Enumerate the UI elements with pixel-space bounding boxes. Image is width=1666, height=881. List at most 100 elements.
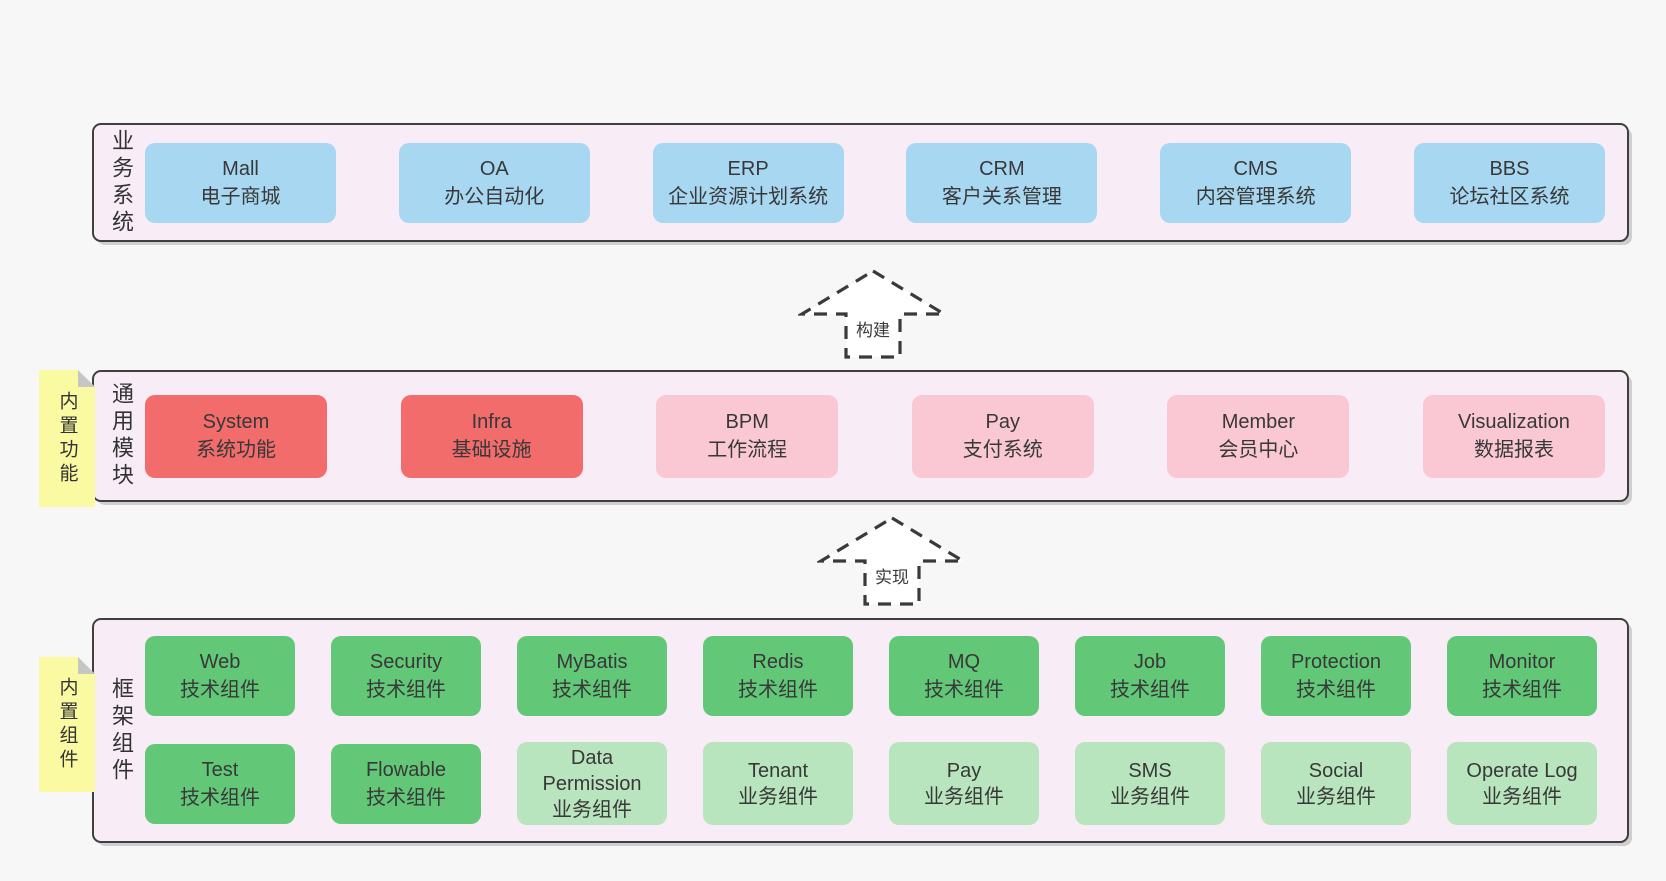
box-subtitle: 数据报表 — [1473, 439, 1554, 461]
box-subtitle: 技术组件 — [924, 679, 1004, 701]
box-subtitle: 业务组件 — [738, 785, 818, 808]
box-title: BBS — [1489, 157, 1530, 180]
component-row-2: Test 技术组件 Flowable 技术组件 Data Permission … — [145, 742, 1597, 825]
box-protection: Protection 技术组件 — [1261, 636, 1411, 716]
builtin-components-sticky-note: 内置组件 — [39, 657, 95, 792]
box-title: Tenant — [747, 759, 809, 782]
sticky-fold-icon — [78, 370, 95, 387]
box-subtitle: 内容管理系统 — [1195, 185, 1316, 208]
box-system: System 系统功能 — [145, 394, 327, 478]
sticky-note-label: 内置组件 — [56, 676, 78, 773]
builtin-features-sticky-note: 内置功能 — [39, 370, 95, 507]
box-sms: SMS 业务组件 — [1075, 742, 1225, 825]
box-visualization: Visualization 数据报表 — [1422, 394, 1605, 478]
box-title: Protection — [1290, 651, 1382, 673]
box-title: Test — [201, 758, 239, 781]
box-subtitle: 企业资源计划系统 — [668, 185, 829, 208]
box-cms: CMS 内容管理系统 — [1160, 142, 1352, 223]
box-title: Redis — [752, 651, 804, 673]
box-title: Pay — [946, 759, 982, 782]
business-boxes: Mall 电子商城 OA 办公自动化 ERP 企业资源计划系统 CRM 客户关系… — [137, 125, 1627, 240]
implement-arrow-icon: 实现 — [817, 515, 967, 607]
arrow-label: 构建 — [853, 316, 893, 341]
box-title: Data Permission — [542, 746, 642, 795]
box-subtitle: 技术组件 — [366, 679, 446, 701]
box-subtitle: 办公自动化 — [444, 185, 545, 208]
box-title: CRM — [979, 157, 1025, 180]
box-bbs: BBS 论坛社区系统 — [1413, 142, 1605, 223]
box-job: Job 技术组件 — [1075, 636, 1225, 716]
common-modules-band: 内置功能 通用模块 System 系统功能 Infra 基础设施 BPM 工作流… — [92, 370, 1629, 502]
box-mall: Mall 电子商城 — [145, 142, 336, 223]
box-mybatis: MyBatis 技术组件 — [517, 636, 667, 716]
box-pay-component: Pay 业务组件 — [889, 742, 1039, 825]
box-subtitle: 工作流程 — [707, 439, 788, 461]
box-subtitle: 技术组件 — [366, 786, 446, 809]
box-title: Job — [1133, 651, 1167, 673]
box-subtitle: 客户关系管理 — [941, 185, 1062, 208]
box-subtitle: 支付系统 — [962, 439, 1043, 461]
business-band-label: 业务系统 — [109, 128, 134, 237]
box-subtitle: 技术组件 — [1110, 679, 1190, 701]
box-title: Monitor — [1488, 651, 1556, 673]
business-systems-band: 业务系统 Mall 电子商城 OA 办公自动化 ERP 企业资源计划系统 CRM… — [92, 123, 1629, 242]
box-title: SMS — [1128, 759, 1172, 782]
box-title: Web — [199, 651, 241, 673]
box-subtitle: 技术组件 — [552, 679, 632, 701]
box-title: Member — [1221, 411, 1296, 433]
box-tenant: Tenant 业务组件 — [703, 742, 853, 825]
box-title: Flowable — [365, 758, 447, 781]
build-arrow-icon: 构建 — [798, 268, 948, 360]
box-subtitle: 技术组件 — [1296, 679, 1376, 701]
box-mq: MQ 技术组件 — [889, 636, 1039, 716]
box-title: Security — [369, 651, 443, 673]
box-title: Social — [1308, 759, 1364, 782]
box-title: ERP — [727, 157, 769, 180]
box-title: MQ — [947, 651, 981, 673]
box-title: Visualization — [1458, 411, 1570, 433]
box-pay-module: Pay 支付系统 — [911, 394, 1094, 478]
box-subtitle: 系统功能 — [196, 439, 276, 461]
box-title: Infra — [471, 411, 512, 433]
sticky-fold-icon — [78, 657, 95, 674]
box-subtitle: 会员中心 — [1218, 439, 1299, 461]
dashed-up-arrow-icon — [798, 269, 948, 359]
box-subtitle: 技术组件 — [180, 786, 260, 809]
box-subtitle: 业务组件 — [1482, 785, 1562, 808]
arrow-label: 实现 — [872, 563, 912, 588]
box-member: Member 会员中心 — [1167, 394, 1350, 478]
box-web: Web 技术组件 — [145, 636, 295, 716]
box-test: Test 技术组件 — [145, 743, 295, 824]
box-subtitle: 基础设施 — [451, 439, 532, 461]
box-redis: Redis 技术组件 — [703, 636, 853, 716]
box-crm: CRM 客户关系管理 — [906, 142, 1098, 223]
box-title: BPM — [725, 411, 769, 433]
box-erp: ERP 企业资源计划系统 — [652, 142, 844, 223]
box-title: System — [202, 411, 270, 433]
box-bpm: BPM 工作流程 — [656, 394, 839, 478]
box-security: Security 技术组件 — [331, 636, 481, 716]
modules-band-label: 通用模块 — [109, 382, 134, 490]
box-title: OA — [479, 157, 509, 180]
box-data-permission: Data Permission 业务组件 — [517, 742, 667, 825]
box-subtitle: 电子商城 — [200, 185, 281, 208]
box-subtitle: 技术组件 — [1482, 679, 1562, 701]
box-title: Operate Log — [1466, 759, 1578, 782]
box-title: MyBatis — [556, 651, 628, 673]
components-band-label: 框架组件 — [109, 676, 134, 785]
box-operate-log: Operate Log 业务组件 — [1447, 742, 1597, 825]
box-flowable: Flowable 技术组件 — [331, 743, 481, 824]
box-title: CMS — [1233, 157, 1278, 180]
box-monitor: Monitor 技术组件 — [1447, 636, 1597, 716]
box-title: Pay — [985, 411, 1021, 433]
box-subtitle: 技术组件 — [738, 679, 818, 701]
box-subtitle: 业务组件 — [924, 785, 1004, 808]
box-subtitle: 技术组件 — [180, 679, 260, 701]
component-rows: Web 技术组件 Security 技术组件 MyBatis 技术组件 Redi… — [137, 620, 1627, 841]
box-social: Social 业务组件 — [1261, 742, 1411, 825]
module-boxes: System 系统功能 Infra 基础设施 BPM 工作流程 Pay 支付系统… — [137, 372, 1627, 500]
box-title: Mall — [222, 157, 259, 180]
dashed-up-arrow-icon — [817, 516, 967, 606]
box-subtitle: 论坛社区系统 — [1449, 185, 1570, 208]
